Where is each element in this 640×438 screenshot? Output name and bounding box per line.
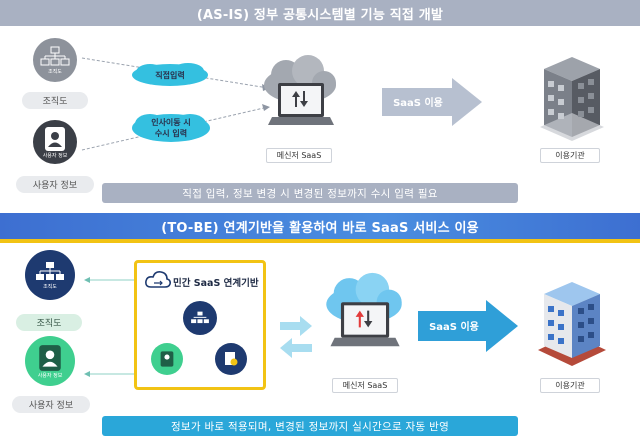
asis-user-info-label: 사용자 정보 <box>16 176 94 193</box>
arrow-right-icon <box>382 78 482 126</box>
tobe-connectors <box>84 277 312 377</box>
asis-org-chart-icon: 조직도 <box>33 38 77 82</box>
tobe-platform-box: 민간 SaaS 연계기반 <box>134 260 266 390</box>
tobe-platform-label: 민간 SaaS 연계기반 <box>173 278 259 289</box>
tobe-building-icon <box>538 282 606 366</box>
user-card-icon <box>39 344 61 371</box>
asis-arrow-label: SaaS 이용 <box>393 96 443 109</box>
tobe-agency-label: 이용기관 <box>540 378 600 393</box>
asis-footer: 직접 입력, 정보 변경 시 변경된 정보까지 수시 입력 필요 <box>102 183 518 203</box>
asis-bubble-hr-line1: 인사이동 시 <box>151 117 191 127</box>
sync-arrows-icon <box>280 316 312 358</box>
laptop-icon <box>330 302 400 347</box>
asis-bubble-hr: 인사이동 시 수시 입력 <box>132 114 210 142</box>
tobe-messenger-label: 메신저 SaaS <box>332 378 398 393</box>
tobe-org-chart-icon: 조직도 <box>25 250 75 300</box>
tobe-footer: 정보가 바로 적용되며, 변경된 정보까지 실시간으로 자동 반영 <box>102 416 518 436</box>
arrow-right-icon <box>418 300 518 352</box>
asis-org-chart-label: 조직도 <box>22 92 88 109</box>
asis-messenger-label: 메신저 SaaS <box>266 148 332 163</box>
tobe-title-banner: (TO-BE) 연계기반을 활용하여 바로 SaaS 서비스 이용 <box>0 213 640 243</box>
tobe-org-chart-label: 조직도 <box>16 314 82 331</box>
asis-bubble-hr-line2: 수시 입력 <box>155 128 187 138</box>
tobe-user-card-icon: 사용자 정보 <box>25 336 75 386</box>
platform-org-icon <box>183 301 217 335</box>
org-chart-icon <box>40 46 70 65</box>
asis-cloud-laptop <box>264 55 336 125</box>
org-chart-icon <box>36 261 64 280</box>
asis-title-banner: (AS-IS) 정부 공통시스템별 기능 직접 개발 <box>0 0 640 26</box>
user-card-icon <box>45 126 65 151</box>
asis-bubble-direct-text: 직접입력 <box>155 70 184 80</box>
asis-bubble-direct: 직접입력 <box>132 63 208 86</box>
asis-org-icon-text: 조직도 <box>48 68 62 75</box>
tobe-cloud-laptop <box>326 272 402 347</box>
asis-user-card-icon: 사용자 정보 <box>33 120 77 164</box>
tobe-user-icon-text: 사용자 정보 <box>37 372 63 379</box>
asis-title: (AS-IS) 정부 공통시스템별 기능 직접 개발 <box>196 7 444 23</box>
user-card-icon <box>160 351 174 367</box>
platform-user-icon <box>151 343 183 375</box>
laptop-icon <box>268 83 334 125</box>
platform-settings-icon <box>215 343 247 375</box>
asis-building-icon <box>540 57 604 141</box>
asis-arrow: SaaS 이용 <box>382 78 482 126</box>
tobe-title: (TO-BE) 연계기반을 활용하여 바로 SaaS 서비스 이용 <box>161 220 479 236</box>
tobe-user-info-label: 사용자 정보 <box>12 396 90 413</box>
asis-user-icon-text: 사용자 정보 <box>42 152 68 159</box>
document-gear-icon <box>225 352 238 366</box>
tobe-org-icon-text: 조직도 <box>43 283 57 290</box>
tobe-arrow-label: SaaS 이용 <box>429 320 479 333</box>
tobe-arrow: SaaS 이용 <box>418 300 518 352</box>
asis-agency-label: 이용기관 <box>540 148 600 163</box>
org-chart-icon <box>191 311 209 324</box>
cloud-icon <box>145 271 171 288</box>
